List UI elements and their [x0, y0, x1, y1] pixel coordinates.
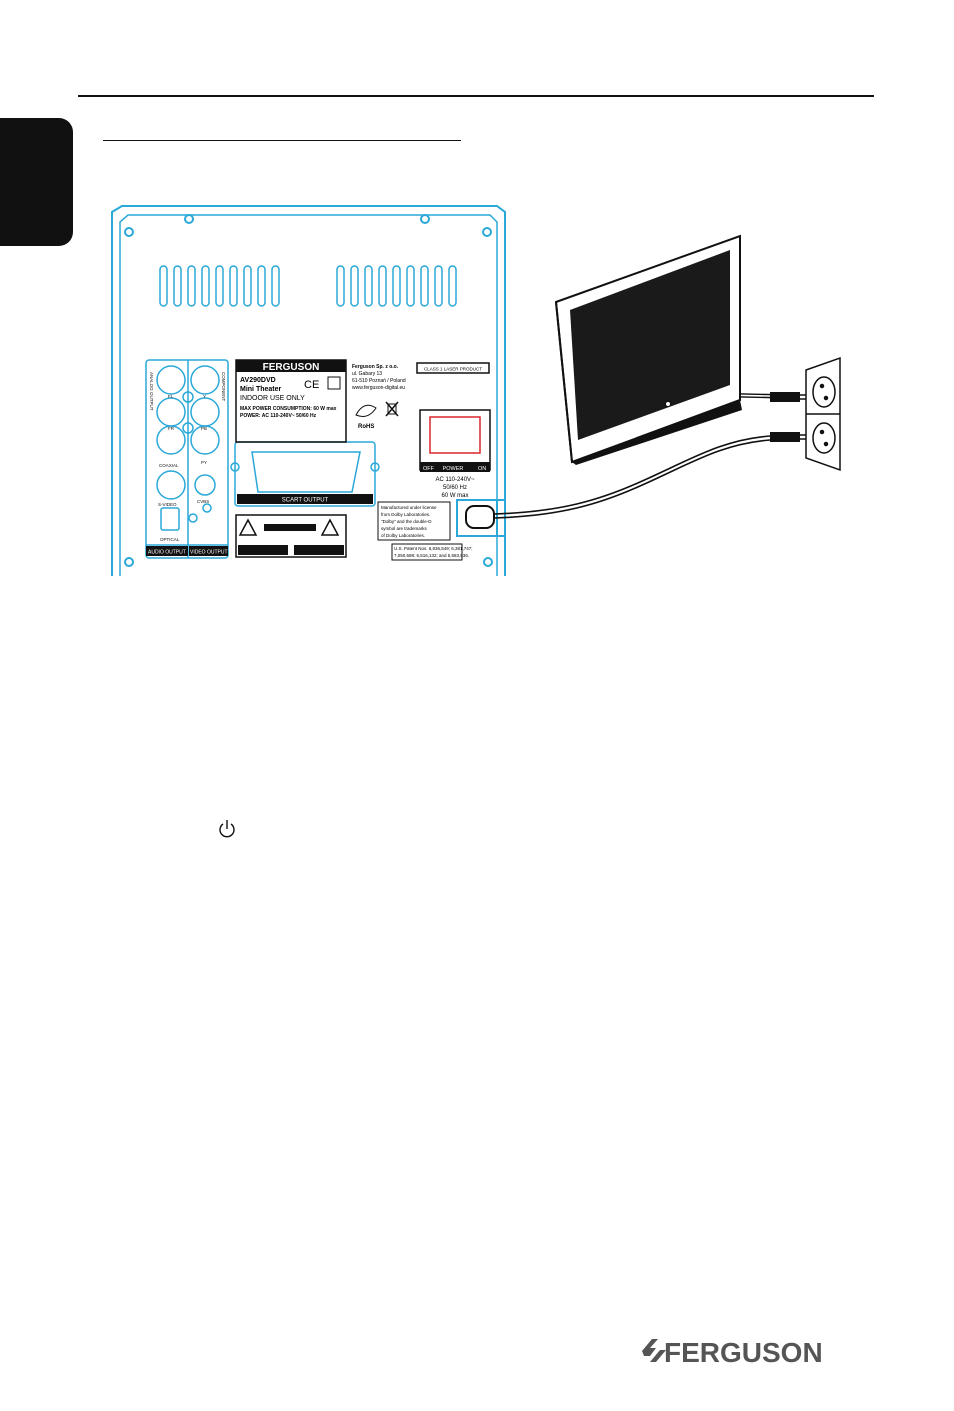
power-inlet-plug — [465, 505, 495, 529]
svg-text:RoHS: RoHS — [358, 424, 374, 430]
svg-text:COAXIAL: COAXIAL — [159, 463, 179, 468]
svg-text:FL: FL — [168, 394, 174, 399]
scart-label: SCART OUTPUT — [237, 494, 373, 504]
svg-text:INDOOR USE ONLY: INDOOR USE ONLY — [240, 395, 305, 402]
svg-text:www.ferguson-digital.eu: www.ferguson-digital.eu — [352, 385, 405, 391]
model-label: FERGUSON AV290DVD Mini Theater CE INDOOR… — [235, 359, 347, 443]
svg-text:S-VIDEO: S-VIDEO — [158, 502, 177, 507]
jack-labels: FL Y FR PB PY COAXIAL CVBS S-VIDEO OPTIC… — [146, 372, 228, 556]
section-heading-rule — [103, 140, 461, 141]
tv-icon — [554, 234, 742, 465]
dolby-label: Manufactured under license from Dolby La… — [377, 501, 451, 541]
svg-text:"Dolby" and the double-D: "Dolby" and the double-D — [381, 519, 432, 524]
svg-text:CVBS: CVBS — [197, 499, 209, 504]
svg-text:symbol are trademarks: symbol are trademarks — [381, 526, 428, 531]
rohs-recycle-icons: RoHS — [355, 401, 399, 430]
svg-text:CE: CE — [304, 379, 319, 391]
warning-label — [235, 514, 347, 558]
svg-text:FERGUSON: FERGUSON — [664, 1337, 823, 1368]
svg-text:AC 110-240V~: AC 110-240V~ — [435, 477, 475, 483]
header-rule — [78, 95, 874, 97]
vent-slots-right — [336, 265, 457, 307]
svg-text:Manufactured under license: Manufactured under license — [381, 505, 437, 510]
device-rear-panel — [111, 205, 506, 576]
svg-text:POWER: POWER — [443, 466, 464, 472]
svg-text:FR: FR — [168, 426, 175, 431]
company-info: Ferguson Sp. z o.o. ul. Gabary 13 61-510… — [352, 364, 406, 391]
svg-text:VIDEO OUTPUT: VIDEO OUTPUT — [190, 550, 228, 556]
svg-text:Y: Y — [203, 394, 206, 399]
ac-rating-text: AC 110-240V~ 50/60 Hz 60 W max — [435, 477, 475, 499]
vent-slots-left — [159, 265, 280, 307]
svg-text:MAX POWER CONSUMPTION: 60 W ma: MAX POWER CONSUMPTION: 60 W max — [240, 406, 337, 412]
svg-text:SCART OUTPUT: SCART OUTPUT — [282, 498, 329, 504]
patent-label: U.S. Patent Nos. 6,836,549; 6,381,747; 7… — [391, 543, 473, 561]
svg-text:FERGUSON: FERGUSON — [263, 362, 320, 373]
power-switch-block: OFF POWER ON — [419, 409, 491, 472]
svg-text:61-510 Poznań / Poland: 61-510 Poznań / Poland — [352, 378, 406, 384]
ferguson-logo-icon: FERGUSON — [642, 1337, 823, 1368]
svg-text:PB: PB — [201, 426, 207, 431]
svg-text:AV290DVD: AV290DVD — [240, 377, 276, 384]
svg-text:OPTICAL: OPTICAL — [160, 537, 180, 542]
svg-text:50/60 Hz: 50/60 Hz — [443, 485, 467, 491]
svg-text:ANALOG OUTPUT: ANALOG OUTPUT — [149, 372, 154, 411]
power-cable — [493, 435, 771, 519]
svg-text:OFF: OFF — [423, 466, 435, 472]
svg-text:Ferguson Sp. z o.o.: Ferguson Sp. z o.o. — [352, 364, 399, 370]
wall-socket-icon — [805, 356, 841, 472]
svg-text:60 W max: 60 W max — [441, 493, 468, 499]
svg-text:COMPONENT: COMPONENT — [221, 372, 226, 402]
svg-text:Mini Theater: Mini Theater — [240, 386, 282, 393]
svg-text:POWER: AC 110-240V~ 50/60 Hz: POWER: AC 110-240V~ 50/60 Hz — [240, 413, 317, 419]
svg-text:ON: ON — [478, 466, 486, 472]
svg-text:AUDIO OUTPUT: AUDIO OUTPUT — [148, 550, 186, 556]
output-jacks-block — [145, 359, 229, 559]
svg-text:CLASS 1 LASER PRODUCT: CLASS 1 LASER PRODUCT — [424, 367, 482, 372]
plug-icon — [770, 392, 812, 442]
language-tab — [0, 118, 73, 246]
svg-text:7,050,698; 6,516,132; and 5,58: 7,050,698; 6,516,132; and 5,583,936. — [394, 553, 469, 558]
svg-text:PY: PY — [201, 460, 207, 465]
svg-text:from Dolby Laboratories.: from Dolby Laboratories. — [381, 512, 430, 517]
svg-text:of Dolby Laboratories.: of Dolby Laboratories. — [381, 533, 425, 538]
svg-text:U.S. Patent Nos. 6,836,549; 6,: U.S. Patent Nos. 6,836,549; 6,381,747; — [394, 546, 473, 551]
laser-label: CLASS 1 LASER PRODUCT — [416, 362, 490, 374]
power-icon — [219, 820, 235, 838]
svg-text:ul. Gabary 13: ul. Gabary 13 — [352, 371, 382, 377]
